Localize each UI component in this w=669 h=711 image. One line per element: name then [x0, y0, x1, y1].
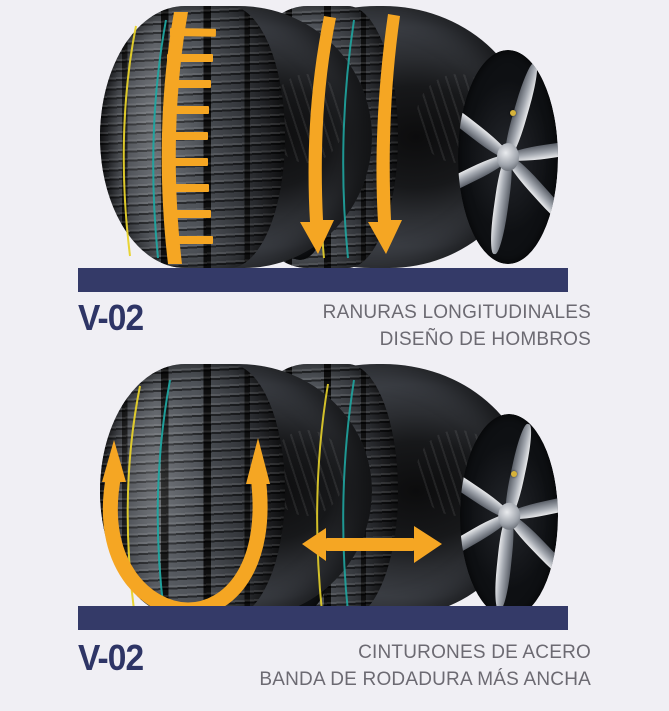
feature-description-line: CINTURONES DE ACERO	[358, 642, 591, 663]
tire-tread-face	[100, 364, 285, 618]
rim-hub-cap	[497, 143, 519, 171]
caption-row-top: V-02 RANURAS LONGITUDINALES DISEÑO DE HO…	[0, 300, 669, 354]
model-label-bottom: V-02	[78, 637, 144, 678]
tread-highlight	[100, 364, 285, 618]
alloy-wheel-rear	[460, 414, 558, 618]
feature-description-line: BANDA DE RODADURA MÁS ANCHA	[259, 668, 591, 690]
feature-description-bottom: CINTURONES DE ACERO BANDA DE RODADURA MÁ…	[259, 640, 591, 694]
valve-stem-icon	[510, 471, 517, 478]
feature-description-line: RANURAS LONGITUDINALES	[322, 302, 591, 323]
valve-stem-icon	[510, 109, 516, 116]
rim-chrome-face	[458, 50, 558, 264]
feature-panel-steel-belts: V-02 CINTURONES DE ACERO BANDA DE RODADU…	[0, 356, 669, 711]
feature-description-line: DISEÑO DE HOMBROS	[379, 328, 591, 350]
alloy-wheel-rear	[458, 50, 558, 264]
ground-line-bar	[78, 268, 568, 292]
front-tire-bottom	[100, 364, 372, 618]
feature-panel-longitudinal-grooves: V-02 RANURAS LONGITUDINALES DISEÑO DE HO…	[0, 6, 669, 354]
rim-hub-cap	[498, 502, 520, 530]
tire-tread-face	[100, 6, 285, 268]
tire-illustration-top	[78, 6, 570, 270]
rim-chrome-face	[460, 414, 558, 618]
tread-highlight	[100, 6, 285, 268]
model-label-top: V-02	[78, 297, 144, 338]
caption-row-bottom: V-02 CINTURONES DE ACERO BANDA DE RODADU…	[0, 640, 669, 694]
tire-illustration-bottom	[78, 364, 570, 622]
feature-description-top: RANURAS LONGITUDINALES DISEÑO DE HOMBROS	[323, 300, 591, 354]
ground-line-bar	[78, 606, 568, 630]
front-tire-top	[100, 6, 372, 268]
